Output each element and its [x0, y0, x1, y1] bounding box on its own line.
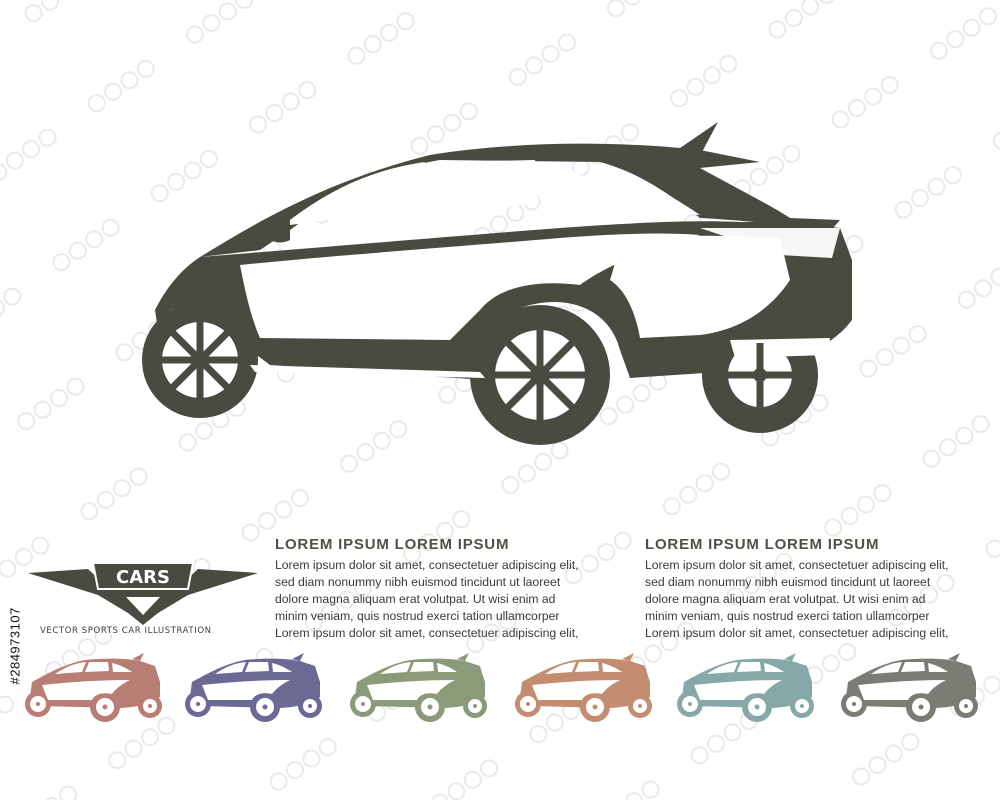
text-line: minim veniam, quis nostrud exerci tation… — [275, 609, 560, 623]
car-windows — [290, 160, 700, 225]
mini-car-variant-5 — [677, 653, 814, 722]
hero-car-illustration — [142, 122, 852, 445]
mini-car-variant-6 — [841, 653, 978, 722]
text-block-left: LOREM IPSUM LOREM IPSUM Lorem ipsum dolo… — [275, 536, 620, 642]
text-line: sed diam nonummy nibh euismod tincidunt … — [275, 575, 561, 589]
mini-car-variant-1 — [25, 653, 162, 722]
car-highlights — [240, 228, 840, 378]
logo-caption: VECTOR SPORTS CAR ILLUSTRATION — [40, 626, 212, 636]
text-line: sed diam nonummy nibh euismod tincidunt … — [645, 575, 931, 589]
text-line: Lorem ipsum dolor sit amet, consectetuer… — [275, 626, 579, 640]
text-line: dolore magna aliquam erat volutpat. Ut w… — [275, 592, 556, 606]
text-line: minim veniam, quis nostrud exerci tation… — [645, 609, 930, 623]
text-line: Lorem ipsum dolor sit amet, consectetuer… — [645, 558, 949, 572]
text-line: Lorem ipsum dolor sit amet, consectetuer… — [645, 626, 949, 640]
wheel-rims — [162, 322, 792, 420]
text-block-right: LOREM IPSUM LOREM IPSUM Lorem ipsum dolo… — [645, 536, 990, 642]
text-block-heading: LOREM IPSUM LOREM IPSUM — [275, 536, 510, 553]
mini-car-variant-4 — [515, 653, 652, 722]
text-line: Lorem ipsum dolor sit amet, consectetuer… — [275, 558, 579, 572]
text-line: dolore magna aliquam erat volutpat. Ut w… — [645, 592, 926, 606]
text-block-heading: LOREM IPSUM LOREM IPSUM — [645, 536, 880, 553]
mini-car-variant-2 — [185, 653, 322, 722]
mini-car-variant-3 — [350, 653, 487, 722]
car-color-variants — [0, 652, 1000, 727]
logo-badge-text: CARS — [116, 567, 170, 588]
cars-logo: CARS — [28, 562, 258, 625]
